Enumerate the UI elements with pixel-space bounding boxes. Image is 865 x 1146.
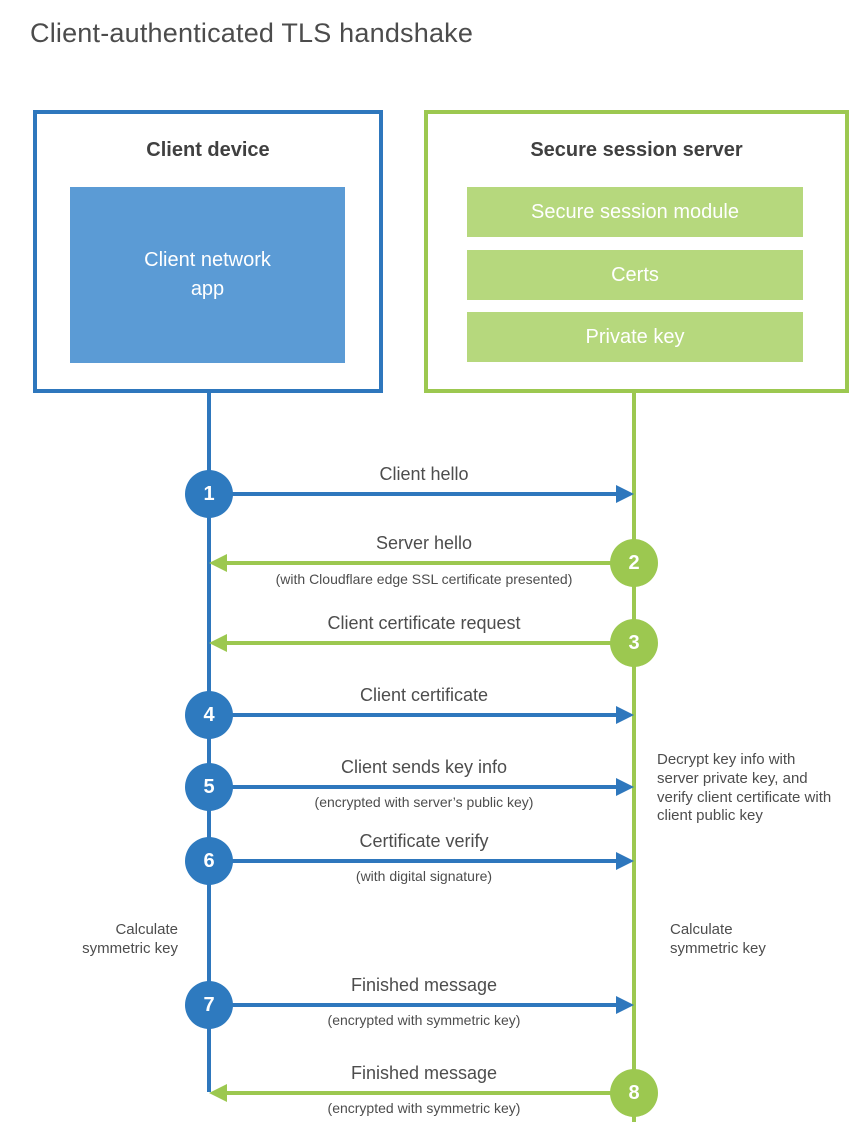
step-8-message-label: Finished message bbox=[350, 1063, 498, 1083]
step-7-message-sublabel: (encrypted with symmetric key) bbox=[327, 1012, 521, 1028]
step-6-number-badge: 6 bbox=[185, 837, 233, 885]
note-decrypt-key-info: Decrypt key info with server private key… bbox=[657, 751, 832, 825]
step-3-number-badge: 3 bbox=[610, 619, 658, 667]
step-4-number-badge: 4 bbox=[185, 691, 233, 739]
server-module-bar-certs: Certs bbox=[467, 250, 803, 300]
step-3-arrow-line bbox=[223, 641, 634, 645]
step-2-arrowhead-left-icon bbox=[209, 554, 227, 572]
step-2-number-badge: 2 bbox=[610, 539, 658, 587]
step-1-arrowhead-right-icon bbox=[616, 485, 634, 503]
step-6-arrowhead-right-icon bbox=[616, 852, 634, 870]
step-8-arrow-line bbox=[223, 1091, 634, 1095]
client-device-title: Client device bbox=[146, 139, 270, 161]
step-2-message-label: Server hello bbox=[375, 533, 473, 553]
step-8-number-badge: 8 bbox=[610, 1069, 658, 1117]
step-7-arrowhead-right-icon bbox=[616, 996, 634, 1014]
server-box: Secure session server Secure session mod… bbox=[424, 110, 849, 393]
step-4-message-label: Client certificate bbox=[359, 685, 489, 705]
step-4-arrow-line bbox=[209, 713, 620, 717]
step-5-message-sublabel: (encrypted with server’s public key) bbox=[314, 794, 534, 810]
client-network-app-box: Client network app bbox=[70, 187, 345, 363]
step-1-arrow-line bbox=[209, 492, 620, 496]
step-5-message-label: Client sends key info bbox=[340, 757, 508, 777]
step-8-arrowhead-left-icon bbox=[209, 1084, 227, 1102]
step-7-number-badge: 7 bbox=[185, 981, 233, 1029]
step-2-message-sublabel: (with Cloudflare edge SSL certificate pr… bbox=[275, 571, 573, 587]
step-3-arrowhead-left-icon bbox=[209, 634, 227, 652]
step-7-arrow-line bbox=[209, 1003, 620, 1007]
step-6-message-label: Certificate verify bbox=[359, 831, 489, 851]
client-device-box: Client device Client network app bbox=[33, 110, 383, 393]
server-module-bar-secure-session: Secure session module bbox=[467, 187, 803, 237]
step-3-message-label: Client certificate request bbox=[327, 613, 521, 633]
note-calculate-symmetric-key-client: Calculate symmetric key bbox=[82, 921, 178, 957]
step-5-arrow-line bbox=[209, 785, 620, 789]
step-2-arrow-line bbox=[223, 561, 634, 565]
step-8-message-sublabel: (encrypted with symmetric key) bbox=[327, 1100, 521, 1116]
step-6-arrow-line bbox=[209, 859, 620, 863]
page-title: Client-authenticated TLS handshake bbox=[30, 18, 474, 48]
server-module-bar-private-key: Private key bbox=[467, 312, 803, 362]
server-title: Secure session server bbox=[530, 139, 743, 161]
lifeline-server bbox=[632, 393, 636, 1122]
step-1-message-label: Client hello bbox=[379, 464, 469, 484]
lifeline-client bbox=[207, 393, 211, 1092]
step-1-number-badge: 1 bbox=[185, 470, 233, 518]
note-calculate-symmetric-key-server: Calculate symmetric key bbox=[670, 921, 766, 957]
step-7-message-label: Finished message bbox=[350, 975, 498, 995]
step-4-arrowhead-right-icon bbox=[616, 706, 634, 724]
step-5-arrowhead-right-icon bbox=[616, 778, 634, 796]
step-5-number-badge: 5 bbox=[185, 763, 233, 811]
step-6-message-sublabel: (with digital signature) bbox=[355, 868, 493, 884]
